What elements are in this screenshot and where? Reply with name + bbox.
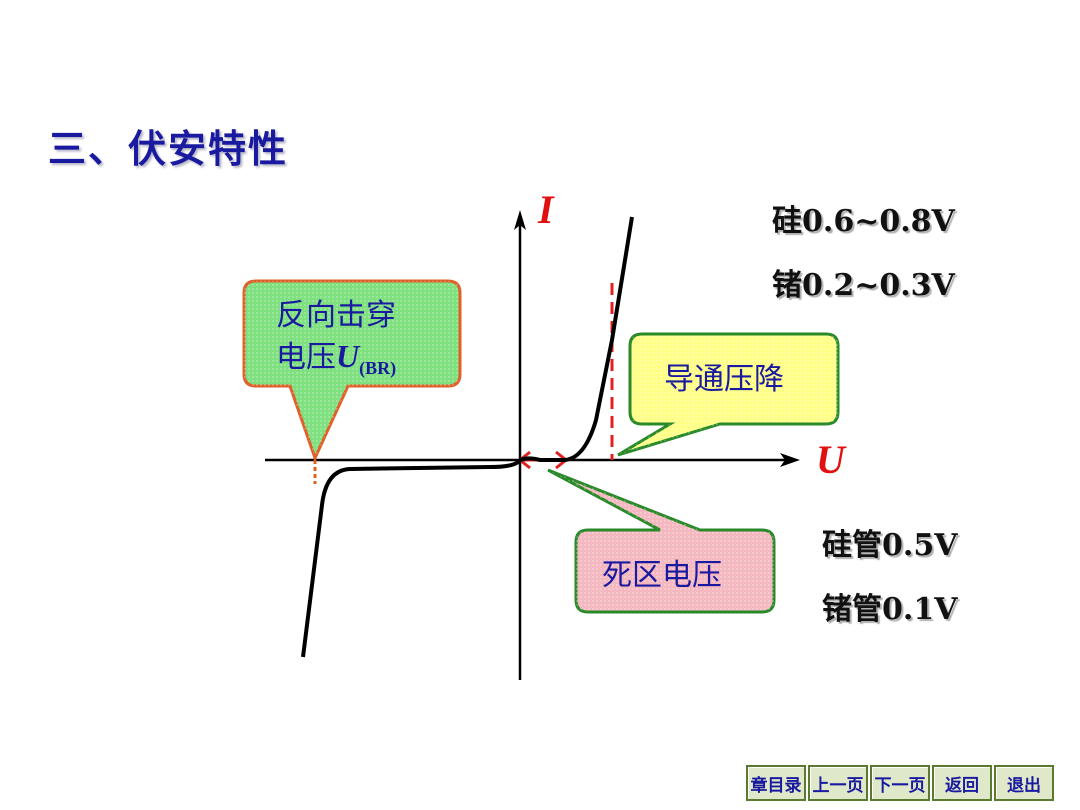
ge-dead-zone-note: 锗管0.1V (822, 592, 958, 627)
x-axis-arrow (780, 453, 800, 467)
nav-next-page-button[interactable]: 下一页 (870, 765, 930, 801)
y-axis-arrow (514, 210, 526, 230)
nav-prev-page-button[interactable]: 上一页 (808, 765, 868, 801)
nav-chapter-toc-button[interactable]: 章目录 (746, 765, 806, 801)
page-title: 三、伏安特性 (48, 126, 289, 171)
breakdown-callout-text: 反向击穿 电压U(BR) (276, 296, 396, 388)
nav-exit-button[interactable]: 退出 (994, 765, 1054, 801)
breakdown-line2: 电压U(BR) (276, 336, 396, 388)
ge-turn-on-note: 锗0.2~0.3V (772, 268, 955, 303)
breakdown-symbol: U (336, 338, 360, 374)
nav-back-button[interactable]: 返回 (932, 765, 992, 801)
si-turn-on-note: 硅0.6~0.8V (772, 204, 955, 239)
breakdown-subscript: (BR) (359, 358, 397, 378)
breakdown-line1: 反向击穿 (276, 298, 396, 333)
dead-zone-callout-text: 死区电压 (602, 558, 722, 593)
si-dead-zone-note: 硅管0.5V (822, 528, 958, 563)
voltage-axis-label: U (816, 437, 845, 482)
forward-drop-callout-text: 导通压降 (664, 362, 784, 397)
current-axis-label: I (538, 187, 554, 232)
breakdown-prefix: 电压 (276, 340, 336, 375)
iv-curve (301, 216, 634, 658)
